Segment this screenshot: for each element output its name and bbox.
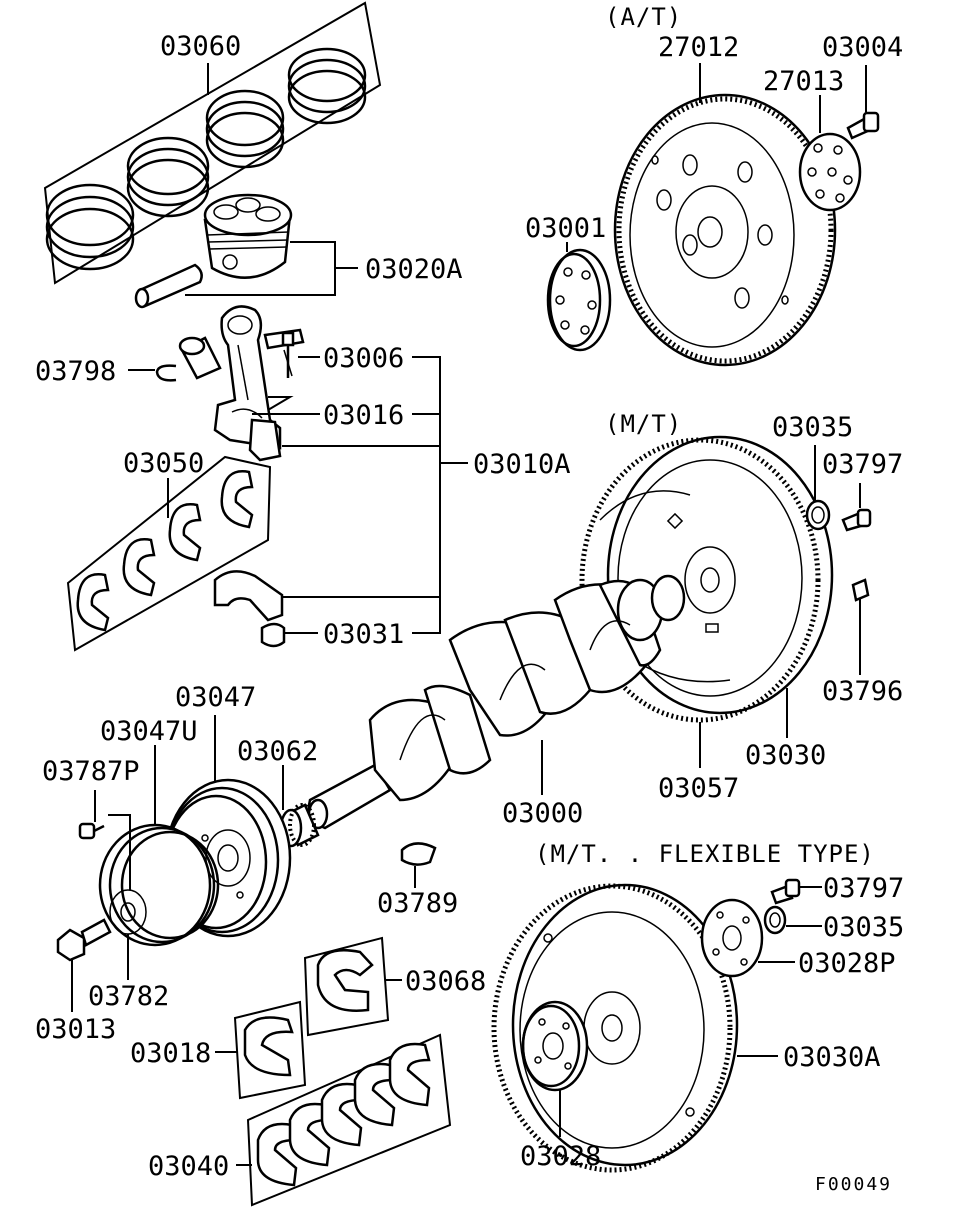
- label-03060: 03060: [160, 31, 241, 62]
- piston-ring-set-1: [45, 183, 135, 271]
- mt-flywheel-bolt: [841, 508, 872, 532]
- mt-flywheel: [579, 435, 834, 723]
- connecting-rod-bolt: [281, 331, 295, 378]
- label-03030: 03030: [745, 740, 826, 771]
- label-03006: 03006: [323, 343, 404, 374]
- label-03028: 03028: [520, 1141, 601, 1172]
- label-03035-flex: 03035: [823, 912, 904, 943]
- crankshaft-sprocket: [279, 803, 320, 848]
- section-at: (A/T): [605, 3, 682, 31]
- connecting-rod: [213, 305, 305, 462]
- flex-adapter-plate: [700, 898, 764, 978]
- label-03789: 03789: [377, 888, 458, 919]
- piston: [203, 193, 293, 279]
- section-mt-flexible: (M/T. . FLEXIBLE TYPE): [535, 840, 875, 868]
- snap-ring: [155, 364, 177, 382]
- section-mt: (M/T): [605, 410, 682, 438]
- label-03797-flex: 03797: [823, 873, 904, 904]
- piston-rings-group: 03060: [43, 1, 382, 285]
- conrod-bearing-group: 03050: [66, 448, 272, 652]
- dowel-pin: [851, 578, 870, 602]
- flex-oil-seal: [763, 905, 787, 935]
- label-03016: 03016: [323, 400, 404, 431]
- label-03001: 03001: [525, 213, 606, 244]
- label-03035-mt: 03035: [772, 412, 853, 443]
- label-27013: 27013: [763, 66, 844, 97]
- woodruff-key: [400, 842, 437, 866]
- figure-code: F00049: [815, 1174, 892, 1195]
- connecting-rod-cap: [213, 570, 286, 648]
- label-03782: 03782: [88, 981, 169, 1012]
- main-bearing-group: [246, 1033, 452, 1207]
- label-03068: 03068: [405, 966, 486, 997]
- at-bolt: [846, 111, 880, 140]
- piston-ring-set-2: [126, 136, 210, 218]
- label-03028P: 03028P: [798, 948, 896, 979]
- label-03020A: 03020A: [365, 254, 463, 285]
- at-spacer-plate: [546, 248, 612, 352]
- crank-bolt: [56, 918, 112, 962]
- label-03796: 03796: [822, 676, 903, 707]
- label-03047U: 03047U: [100, 716, 198, 747]
- flex-plate-03028: [521, 1000, 589, 1092]
- mt-oil-seal: [805, 499, 831, 531]
- at-adapter-plate: [798, 132, 862, 212]
- label-03013: 03013: [35, 1014, 116, 1045]
- label-03030A: 03030A: [783, 1042, 881, 1073]
- label-03018: 03018: [130, 1038, 211, 1069]
- label-03787P: 03787P: [42, 756, 140, 787]
- label-03050: 03050: [123, 448, 204, 479]
- flexible-flywheel: [491, 883, 739, 1173]
- bearing-shell: [76, 470, 254, 632]
- flex-bolt: [770, 878, 801, 905]
- at-drive-plate: [613, 93, 837, 367]
- label-03797-mt: 03797: [822, 449, 903, 480]
- label-03057: 03057: [658, 773, 739, 804]
- label-03047: 03047: [175, 682, 256, 713]
- thrust-washer-group: [233, 1000, 307, 1100]
- label-03040: 03040: [148, 1151, 229, 1182]
- piston-ring-set-3: [205, 89, 285, 169]
- label-03798: 03798: [35, 356, 116, 387]
- crankshaft: [307, 574, 686, 830]
- label-03004: 03004: [822, 32, 903, 63]
- label-27012: 27012: [658, 32, 739, 63]
- piston-pin: [134, 263, 203, 309]
- label-03062: 03062: [237, 736, 318, 767]
- label-03000: 03000: [502, 798, 583, 829]
- piston-ring-set-4: [287, 47, 367, 125]
- label-03031: 03031: [323, 619, 404, 650]
- thrust-bearing-group: [303, 936, 390, 1037]
- damper-pulley: [98, 823, 220, 947]
- pulley-bolt-small: [78, 822, 105, 840]
- label-03010A: 03010A: [473, 449, 571, 480]
- connecting-rod-bushing: [178, 336, 222, 380]
